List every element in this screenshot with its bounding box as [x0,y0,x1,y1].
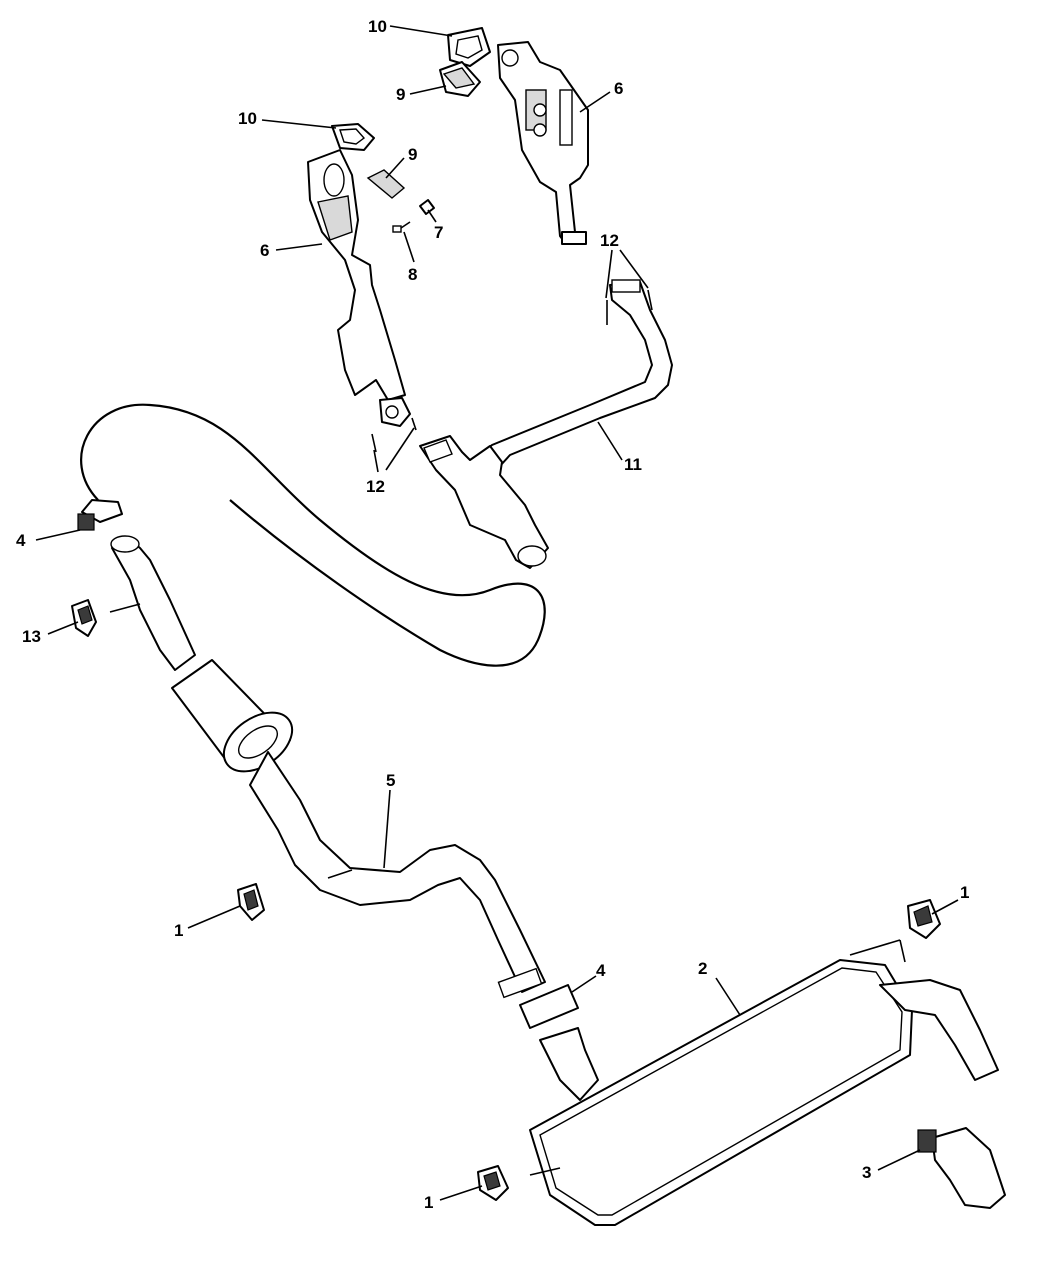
callout-4-left: 4 [16,531,26,550]
leader-10-left [261,119,337,129]
y-pipe [419,435,549,569]
leader-1-bottom [439,1185,483,1201]
callout-4-mid: 4 [596,961,606,980]
leader-12-left-b [385,427,415,471]
leader-4-left [35,529,81,541]
callout-9-top: 9 [396,85,405,104]
leader-6-right [579,91,611,113]
clamp-left [77,499,123,531]
leader-10-top [389,25,453,37]
sensor-harness-loop [80,403,546,667]
coupler-mid [519,984,579,1029]
isolator-1-bottom [477,1165,509,1201]
exhaust-tip [917,1127,1006,1209]
leader-4-mid [571,975,597,993]
heat-shield-top [439,61,481,97]
leader-12-right-b [619,249,649,289]
leader-5 [383,789,391,869]
leader-11 [597,421,623,461]
isolator-1-right [907,899,941,939]
leader-2 [715,977,741,1016]
leader-9-mid [385,157,405,179]
leader-7 [427,209,437,223]
isolator-13 [71,599,97,637]
crossover-pipe [479,279,673,471]
nut-7 [419,199,435,215]
gasket-left [331,123,375,151]
tailpipe [879,979,999,1081]
callout-2: 2 [698,959,707,978]
leader-6-left [275,243,323,251]
intermediate-pipe-resonator [109,535,546,999]
callout-6-right: 6 [614,79,623,98]
stud-8 [392,221,411,233]
leader-13 [47,621,79,635]
leader-3 [877,1149,921,1171]
callout-5: 5 [386,771,395,790]
leader-12-left-a [373,449,379,473]
callout-13: 13 [22,627,41,646]
callout-10-left: 10 [238,109,257,128]
gasket-top [447,27,491,67]
callout-11: 11 [624,455,642,474]
catalytic-converter-right [497,41,589,245]
muffler [529,939,913,1226]
callout-3: 3 [862,1163,871,1182]
callout-12-left: 12 [366,477,385,496]
callout-8: 8 [408,265,417,284]
isolator-1-left [237,883,265,921]
bolts-right [606,289,653,325]
leader-9-top [409,85,447,95]
callout-12-right: 12 [600,231,619,250]
bolts-left [371,417,417,453]
leader-12-right-a [605,249,613,299]
callout-9-mid: 9 [408,145,417,164]
heat-shield-mid [366,169,406,199]
callout-10-top: 10 [368,17,387,36]
callout-6-left: 6 [260,241,269,260]
catalytic-converter-left [307,149,411,427]
leader-1-left [187,905,241,929]
callout-1-left: 1 [174,921,183,940]
leader-8 [403,231,415,263]
callout-7: 7 [434,223,443,242]
leader-1-right [931,899,959,915]
callout-1-bottom: 1 [424,1193,433,1212]
callout-1-right: 1 [960,883,969,902]
